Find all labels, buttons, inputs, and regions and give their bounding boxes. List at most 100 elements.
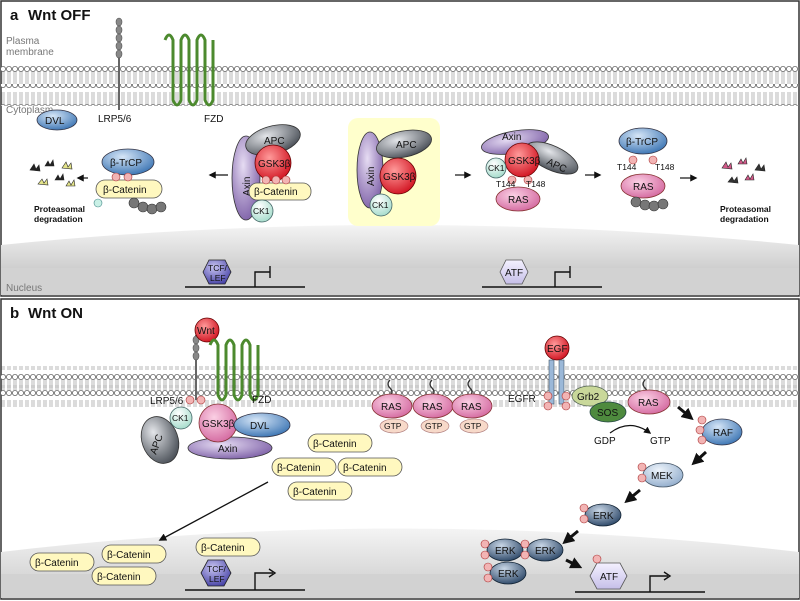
- gene-promoter-a-right: [482, 271, 602, 288]
- grb2-protein: [571, 385, 609, 407]
- bcat-nuc-4: β-Catenin: [201, 543, 245, 554]
- atf-label: ATF: [505, 268, 523, 279]
- degraded-fragments-ras: [721, 157, 766, 184]
- nuclear-bcatenin: β-Catenin β-Catenin β-Catenin β-Catenin: [29, 537, 261, 586]
- sos-protein: [589, 401, 627, 423]
- bcatenin-pool: β-Catenin β-Catenin β-Catenin β-Catenin: [271, 433, 403, 501]
- nucleus-label: Nucleus: [6, 283, 42, 294]
- gsk3b-ras-label: GSK3β: [508, 156, 541, 167]
- sos-label: SOS: [597, 408, 618, 419]
- tcf-label-b: TCF/: [207, 564, 227, 574]
- fzd-receptor: [163, 33, 215, 107]
- gtp-label-4: GTP: [650, 436, 671, 447]
- ras-label-b1: RAS: [381, 402, 402, 413]
- atf-label-b: ATF: [600, 572, 618, 583]
- gtp-label-2: GTP: [425, 421, 443, 431]
- ras-active: [627, 389, 671, 415]
- gtp-label-1: GTP: [384, 421, 402, 431]
- t144-label: T144: [496, 179, 516, 189]
- proteasomal-label-left: Proteasomal: [34, 204, 85, 214]
- tcf-lef-factor: [202, 259, 232, 285]
- axin-label: Axin: [242, 177, 253, 196]
- ck1-core-label: CK1: [372, 200, 389, 210]
- btrcp-label: β-TrCP: [110, 158, 142, 169]
- t148-label-2: T148: [655, 162, 675, 172]
- degraded-fragments: [29, 159, 76, 187]
- dvl-protein: [36, 109, 78, 131]
- destruction-complex-bcatenin: Axin APC GSK3β β-Catenin CK1: [231, 124, 312, 223]
- apc-protein-b: [140, 416, 180, 464]
- lrp-receptor: [115, 17, 123, 110]
- nucleus-region: [1, 225, 799, 268]
- bcatenin-label: β-Catenin: [103, 185, 147, 196]
- ras-gtp-group: RAS RAS RAS GTP GTP GTP: [371, 379, 493, 434]
- axin-core-label: Axin: [366, 167, 377, 186]
- fzd-label-b: FZD: [252, 395, 271, 406]
- bcat-nuc-3: β-Catenin: [97, 572, 141, 583]
- wnt-ligand: [194, 317, 220, 343]
- degradation-label-right: degradation: [720, 214, 769, 224]
- plasma-membrane-label-1: Plasma: [6, 36, 40, 47]
- btrcp-ras-label: β-TrCP: [626, 137, 658, 148]
- ras-deg-label: RAS: [633, 182, 654, 193]
- erk-label-2: ERK: [495, 546, 516, 557]
- ras-label-b3: RAS: [461, 402, 482, 413]
- bcat-pool-4: β-Catenin: [293, 487, 337, 498]
- egfr-pathway: EGF EGFR Grb2 SOS RAS GDP GTP RAF: [508, 335, 743, 545]
- erk-label-4: ERK: [498, 569, 519, 580]
- panel-b: b Wnt ON Wnt LRP5/6 FZD APC Axin CK1 GSK…: [0, 298, 800, 600]
- mek-label: MEK: [651, 471, 673, 482]
- nuclear-erk-group: ERK ERK ERK: [480, 538, 583, 585]
- bcatenin-bound: [248, 182, 312, 201]
- proteasomal-label-right: Proteasomal: [720, 204, 771, 214]
- ck1-protein: [250, 199, 274, 223]
- egf-label: EGF: [547, 344, 568, 355]
- ck1-label-b: CK1: [172, 413, 189, 423]
- axin-ras-label: Axin: [502, 132, 521, 143]
- btrcp-ras-complex: β-TrCP T144 T148 RAS: [617, 127, 675, 212]
- ras-active-label: RAS: [638, 398, 659, 409]
- fzd-receptor-b: [208, 338, 260, 402]
- bcat-pool-3: β-Catenin: [343, 463, 387, 474]
- gsk3b-label-b: GSK3β: [202, 419, 235, 430]
- panel-a-letter: a: [10, 7, 19, 24]
- bcat-nuc-1: β-Catenin: [35, 558, 79, 569]
- erk-label-3: ERK: [535, 546, 556, 557]
- gdp-label: GDP: [594, 436, 616, 447]
- degradation-label-left: degradation: [34, 214, 83, 224]
- gsk3b-core-label: GSK3β: [383, 172, 416, 183]
- atf-factor: [499, 259, 529, 285]
- gene-promoter-a-left: [185, 271, 305, 288]
- ras-protein: [495, 186, 541, 212]
- apc-label: APC: [264, 136, 285, 147]
- grb2-label: Grb2: [577, 392, 600, 403]
- ras-label-b2: RAS: [422, 402, 443, 413]
- panel-a-title: Wnt OFF: [28, 7, 90, 24]
- plasma-membrane-b: [1, 366, 799, 388]
- ras-label: RAS: [508, 195, 529, 206]
- bcat-pool-2: β-Catenin: [277, 463, 321, 474]
- axin-label-b: Axin: [218, 444, 237, 455]
- t148-label: T148: [526, 179, 546, 189]
- btrcp-bcatenin-complex: β-TrCP β-Catenin: [93, 148, 167, 215]
- gene-promoter-b-right: [575, 575, 705, 593]
- lrp-label: LRP5/6: [98, 114, 132, 125]
- egfr-label: EGFR: [508, 394, 536, 405]
- apc-core-label: APC: [396, 140, 417, 151]
- lef-label-b: LEF: [209, 574, 225, 584]
- destruction-complex-ras: Axin APC GSK3β CK1 T144 T148 RAS: [481, 129, 579, 212]
- tcf-lef-factor-b: [200, 559, 232, 587]
- tcf-label: TCF/: [208, 263, 228, 273]
- ck1-ras-label: CK1: [488, 163, 505, 173]
- dvl-label: DVL: [45, 116, 65, 127]
- raf-label: RAF: [713, 428, 733, 439]
- bcat-pool-1: β-Catenin: [313, 439, 357, 450]
- panel-b-letter: b: [10, 305, 19, 322]
- t144-label-2: T144: [617, 162, 637, 172]
- cytoplasm-label: Cytoplasm: [6, 105, 53, 116]
- gtp-label-3: GTP: [464, 421, 482, 431]
- lef-label: LEF: [210, 273, 226, 283]
- dvl-label-b: DVL: [250, 421, 270, 432]
- plasma-membrane-label-2: membrane: [6, 47, 54, 58]
- egf-ligand: [544, 335, 570, 361]
